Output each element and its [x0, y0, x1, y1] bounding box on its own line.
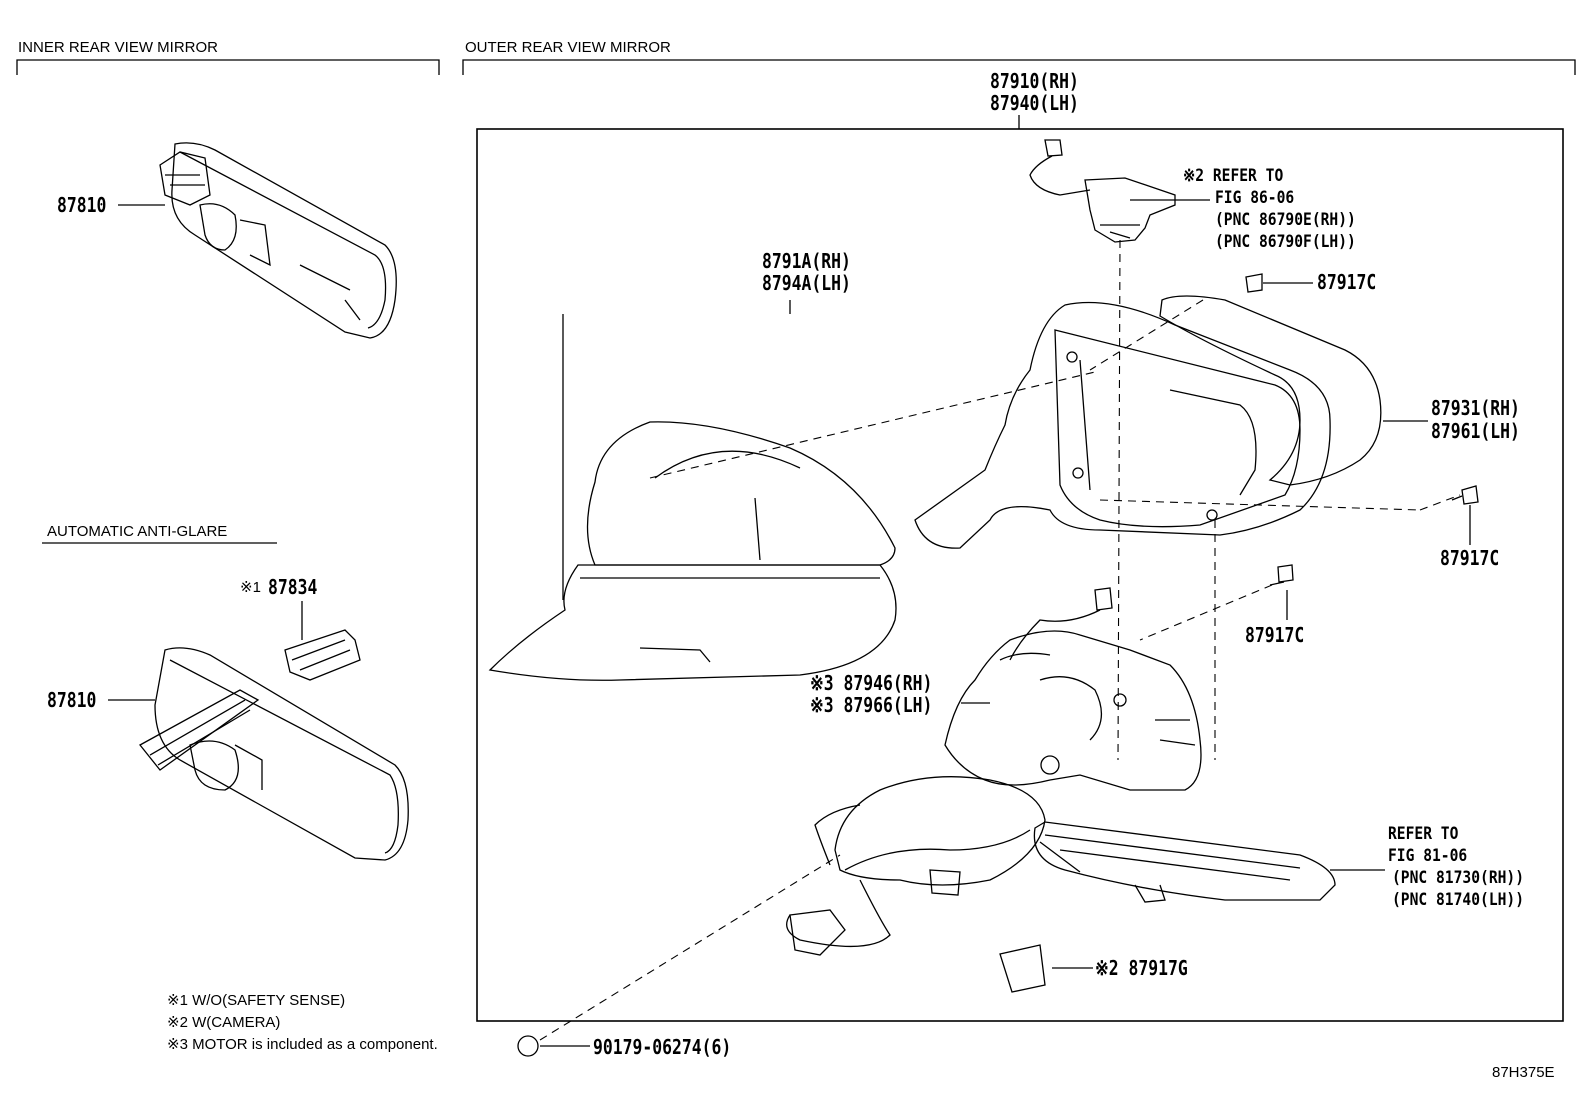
- inner-mirror-top: [159, 142, 397, 339]
- section-title-inner: INNER REAR VIEW MIRROR: [18, 39, 219, 56]
- part-87834[interactable]: 87834: [268, 575, 318, 599]
- screw-87917C-b: [1451, 485, 1479, 505]
- camera-ref-line1: ※2 REFER TO: [1183, 166, 1284, 186]
- part-87810-top[interactable]: 87810: [57, 193, 107, 217]
- sensor-cover-87834: [284, 629, 361, 681]
- camera-ref-line2[interactable]: FIG 86-06: [1215, 188, 1295, 208]
- part-87940[interactable]: 87940(LH): [990, 91, 1079, 115]
- section-title-outer: OUTER REAR VIEW MIRROR: [465, 39, 671, 56]
- part-87810-bottom[interactable]: 87810: [47, 688, 97, 712]
- section-title-anti-glare: AUTOMATIC ANTI-GLARE: [47, 523, 228, 540]
- part-87946[interactable]: ※3 87946(RH): [810, 671, 933, 695]
- screw-87917C-a: [1245, 273, 1263, 293]
- mark-87834: ※1: [240, 579, 261, 596]
- part-8791A[interactable]: 8791A(RH): [762, 249, 851, 273]
- mirror-housing: [914, 301, 1331, 549]
- inner-section-bracket: [16, 59, 440, 75]
- camera-ref-line3: (PNC 86790E(RH)): [1215, 210, 1356, 230]
- mirror-cover: [488, 421, 897, 681]
- part-87917G[interactable]: ※2 87917G: [1095, 956, 1188, 980]
- turn-signal-lamp: [1033, 821, 1336, 903]
- mirror-glass: [1159, 295, 1382, 486]
- signal-ref-line2[interactable]: FIG 81-06: [1388, 846, 1468, 866]
- inner-mirror-bottom: [139, 647, 409, 861]
- part-87931[interactable]: 87931(RH): [1431, 396, 1520, 420]
- note-1: ※1 W/O(SAFETY SENSE): [167, 992, 346, 1009]
- note-2: ※2 W(CAMERA): [167, 1014, 281, 1031]
- note-3: ※3 MOTOR is included as a component.: [167, 1036, 438, 1053]
- camera-unit: [1029, 139, 1176, 243]
- assembly-lines: [539, 239, 1461, 1041]
- part-8794A[interactable]: 8794A(LH): [762, 271, 851, 295]
- outer-assembly-frame: [476, 128, 1564, 1022]
- part-87917C-a[interactable]: 87917C: [1317, 270, 1377, 294]
- figure-id: 87H375E: [1492, 1064, 1555, 1081]
- part-87917C-b[interactable]: 87917C: [1440, 546, 1500, 570]
- mirror-actuator: [944, 587, 1202, 791]
- signal-ref-line1: REFER TO: [1388, 824, 1459, 844]
- part-90179[interactable]: 90179-06274(6): [593, 1035, 732, 1059]
- signal-ref-line4: (PNC 81740(LH)): [1392, 890, 1525, 910]
- part-87961[interactable]: 87961(LH): [1431, 419, 1520, 443]
- part-87966[interactable]: ※3 87966(LH): [810, 693, 933, 717]
- outer-section-bracket: [462, 59, 1576, 75]
- screw-87917C-c: [1269, 564, 1294, 586]
- part-87910[interactable]: 87910(RH): [990, 69, 1079, 93]
- mirror-base: [786, 776, 1046, 956]
- part-87917C-c[interactable]: 87917C: [1245, 623, 1305, 647]
- screw-90179: [517, 1035, 539, 1057]
- camera-ref-line4: (PNC 86790F(LH)): [1215, 232, 1356, 252]
- signal-ref-line3: (PNC 81730(RH)): [1392, 868, 1525, 888]
- gasket-87917G: [999, 944, 1046, 993]
